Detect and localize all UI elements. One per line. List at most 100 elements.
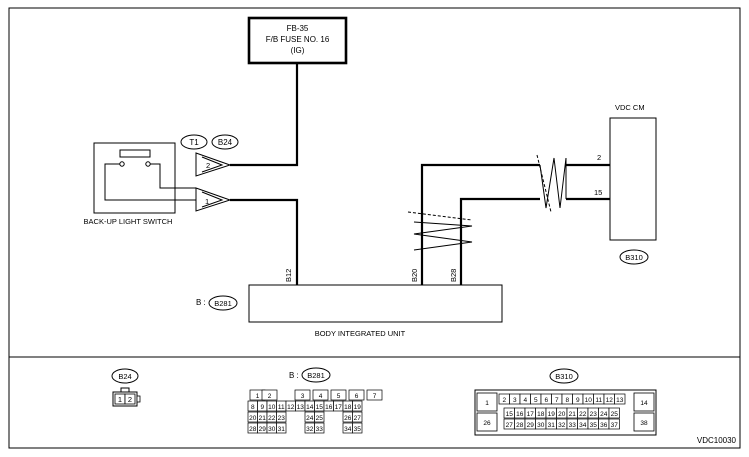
b310-pin-cell [614, 393, 626, 405]
b310-pin-label: 23 [590, 411, 598, 418]
b310-pin-label: 37 [611, 422, 619, 429]
b310-pin-label: 13 [616, 397, 624, 404]
b281-pin-label: 15 [316, 404, 324, 411]
b310-pin-cell [608, 407, 620, 419]
b310-pin-label: 31 [548, 422, 556, 429]
b281-pin-cell [276, 422, 287, 434]
vdc-pin-bottom: 15 [594, 188, 602, 197]
legend-b310-name: B310 [555, 372, 573, 381]
b281-pin-cell [276, 411, 287, 423]
b281-pin-label: 18 [344, 404, 352, 411]
legend-b24-pin2: 2 [128, 395, 132, 404]
b310-pin-label: 25 [611, 411, 619, 418]
b281-pin-label: 12 [287, 404, 295, 411]
b281-pin-label: 6 [355, 393, 359, 400]
b310-pin-label: 20 [558, 411, 566, 418]
wire-fuse-to-switch [230, 63, 299, 167]
b281-pin-label: 16 [325, 404, 333, 411]
b310-pin-label: 15 [506, 411, 514, 418]
b281-pin-label: 17 [335, 404, 343, 411]
b281-pin-label: 34 [344, 426, 352, 433]
backup-light-switch: BACK-UP LIGHT SWITCH [84, 142, 196, 226]
b310-pin-label: 7 [555, 397, 559, 404]
connector-t1-label: T1 [189, 138, 199, 147]
b281-pin-label: 26 [344, 415, 352, 422]
twisted-pair-right [536, 154, 567, 213]
pin-b28: B28 [449, 269, 458, 282]
legend-b310-right-top: 14 [640, 400, 648, 407]
b310-pin-label: 3 [513, 397, 517, 404]
b310-pin-label: 36 [600, 422, 608, 429]
switch-connector-labels: T1 B24 [180, 134, 239, 150]
b310-pin-label: 28 [516, 422, 524, 429]
b281-pin-label: 22 [268, 415, 276, 422]
b310-pin-label: 4 [523, 397, 527, 404]
legend-b24: B24 1 2 [111, 368, 141, 407]
legend-b24-name: B24 [118, 372, 131, 381]
fuse-box: FB-35 F/B FUSE NO. 16 (IG) [247, 16, 348, 65]
b281-pin-cell [366, 389, 383, 401]
b281-pin-cell [348, 389, 365, 401]
b310-pin-label: 24 [600, 411, 608, 418]
fuse-line2: F/B FUSE NO. 16 [266, 35, 330, 44]
b310-pin-label: 29 [527, 422, 535, 429]
b281-pin-label: 14 [306, 404, 314, 411]
b281-pin-label: 28 [249, 426, 257, 433]
b281-pin-label: 10 [268, 404, 276, 411]
wires [230, 63, 610, 285]
body-unit-prefix: B : [196, 298, 206, 307]
b281-pin-label: 8 [251, 404, 255, 411]
wire-switch-to-b12 [230, 198, 299, 285]
legend-b281-name: B281 [307, 371, 325, 380]
b281-pin-label: 30 [268, 426, 276, 433]
switch-contact-bar [119, 149, 151, 158]
wire-b20-to-vdc2 [420, 163, 540, 285]
b310-pin-label: 12 [606, 397, 614, 404]
twisted-pair-left [407, 211, 473, 251]
b281-pin-cell [352, 400, 363, 412]
connector-b24-label: B24 [218, 138, 233, 147]
b281-pin-label: 19 [354, 404, 362, 411]
b310-pin-label: 21 [569, 411, 577, 418]
switch-label: BACK-UP LIGHT SWITCH [84, 217, 173, 226]
b310-pin-label: 35 [590, 422, 598, 429]
diagram-id: VDC10030 [697, 436, 737, 445]
b310-pin-label: 11 [595, 397, 602, 404]
switch-connector-arrows: 2 1 [195, 152, 232, 212]
b281-pin-cell [352, 422, 363, 434]
b310-pin-label: 9 [576, 397, 580, 404]
b281-pin-label: 11 [278, 404, 285, 411]
b281-pin-label: 35 [354, 426, 362, 433]
b310-pin-label: 10 [585, 397, 593, 404]
pin-b12: B12 [284, 269, 293, 282]
vdc-label: VDC CM [615, 103, 645, 112]
legend-b310-left-bottom: 26 [483, 420, 491, 427]
switch-pin-bottom: 1 [205, 197, 209, 206]
vdc-connector: B310 [625, 253, 643, 262]
b281-pin-label: 5 [337, 393, 341, 400]
legend-b281-prefix: B : [289, 371, 299, 380]
b310-pin-label: 18 [537, 411, 545, 418]
b310-pin-label: 16 [516, 411, 524, 418]
switch-pin-top: 2 [206, 161, 210, 170]
body-unit-label: BODY INTEGRATED UNIT [315, 329, 406, 338]
vdc-control-module: VDC CM 2 15 B310 [594, 103, 657, 265]
b281-pin-cell [314, 411, 325, 423]
b281-pin-cell [314, 422, 325, 434]
legend-b24-pin1: 1 [118, 395, 122, 404]
wire-b28-to-vdc15 [459, 197, 540, 285]
b281-pin-label: 24 [306, 415, 314, 422]
b310-pin-label: 22 [579, 411, 587, 418]
b281-pin-cell [352, 411, 363, 423]
b310-pin-label: 5 [534, 397, 538, 404]
b310-pin-label: 6 [544, 397, 548, 404]
b281-pin-label: 9 [260, 404, 264, 411]
b310-pin-label: 34 [579, 422, 587, 429]
b281-pin-label: 7 [373, 393, 377, 400]
b310-pin-cell [608, 418, 620, 430]
vdc-pin-top: 2 [597, 153, 601, 162]
